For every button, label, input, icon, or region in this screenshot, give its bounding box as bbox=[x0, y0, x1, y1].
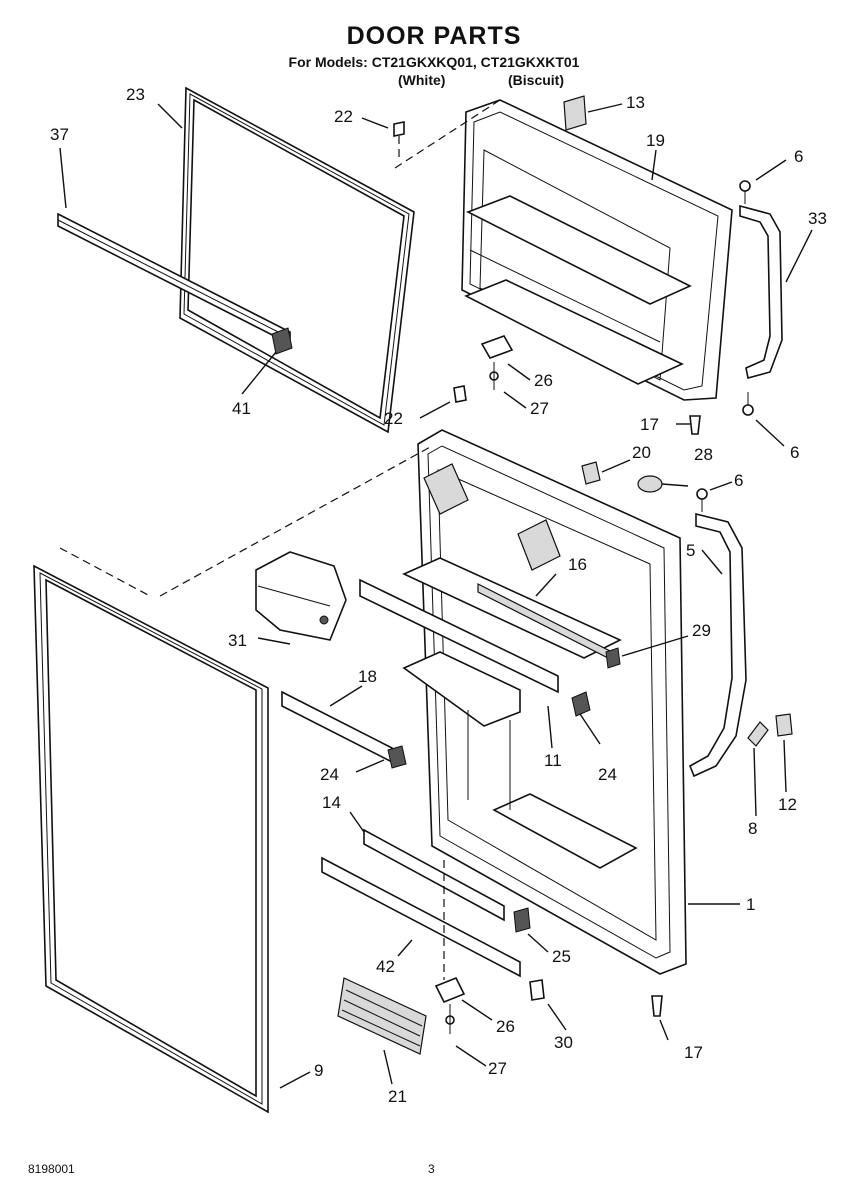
callout-33: 33 bbox=[808, 209, 827, 228]
callout-30: 30 bbox=[554, 1033, 573, 1052]
callout-27-top: 27 bbox=[530, 399, 549, 418]
callout-21: 21 bbox=[388, 1087, 407, 1106]
part-26-27-lower-hinge bbox=[434, 860, 466, 1034]
part-17-screw-lower bbox=[651, 995, 663, 1017]
callout-6-lower: 6 bbox=[734, 471, 743, 490]
part-20-clip bbox=[581, 461, 601, 485]
callout-22-mid: 22 bbox=[384, 409, 403, 428]
part-17-screw-upper bbox=[689, 415, 701, 435]
callout-24-left: 24 bbox=[320, 765, 339, 784]
callout-26-top: 26 bbox=[534, 371, 553, 390]
model-numbers: For Models: CT21GKXKQ01, CT21GKXKT01 bbox=[288, 54, 580, 70]
callout-28: 28 bbox=[694, 445, 713, 464]
callout-17-bottom: 17 bbox=[684, 1043, 703, 1062]
part-41-end-cap bbox=[271, 327, 293, 355]
callout-24-right: 24 bbox=[598, 765, 617, 784]
callout-6-top: 6 bbox=[794, 147, 803, 166]
part-31-dairy-door bbox=[255, 551, 347, 641]
part-22-hinge-pin-lower bbox=[453, 385, 467, 403]
callout-8: 8 bbox=[748, 819, 757, 838]
part-28-plug bbox=[637, 475, 663, 493]
part-12-cap bbox=[775, 713, 793, 737]
part-30-bushing bbox=[529, 979, 545, 1001]
part-19-freezer-liner bbox=[394, 99, 733, 401]
callout-27-bottom: 27 bbox=[488, 1059, 507, 1078]
part-9-fresh-food-gasket bbox=[33, 564, 269, 1114]
document-number: 8198001 bbox=[28, 1162, 75, 1176]
part-42-bottom-bar bbox=[321, 856, 521, 978]
callout-11: 11 bbox=[544, 751, 562, 770]
callout-42: 42 bbox=[376, 957, 395, 976]
part-24-end-cap-right bbox=[571, 691, 591, 717]
callout-5: 5 bbox=[686, 541, 695, 560]
part-26-27-upper-hinge bbox=[480, 335, 514, 390]
page-number: 3 bbox=[428, 1162, 435, 1176]
callout-31: 31 bbox=[228, 631, 247, 650]
part-21-kick-plate bbox=[337, 977, 427, 1055]
part-29-clip bbox=[605, 647, 621, 669]
callout-20: 20 bbox=[632, 443, 651, 462]
part-23-freezer-gasket bbox=[179, 86, 415, 434]
callout-9: 9 bbox=[314, 1061, 323, 1080]
page-title: DOOR PARTS bbox=[346, 22, 522, 50]
callout-14: 14 bbox=[322, 793, 341, 812]
color-biscuit-label: (Biscuit) bbox=[508, 72, 564, 88]
part-24-end-cap-left bbox=[387, 745, 407, 769]
part-14-door-bar bbox=[363, 828, 505, 922]
part-25-end-cap bbox=[513, 907, 531, 933]
callout-13: 13 bbox=[626, 93, 645, 112]
callout-23: 23 bbox=[126, 85, 145, 104]
callout-41: 41 bbox=[232, 399, 251, 418]
callout-18: 18 bbox=[358, 667, 377, 686]
leader-lines bbox=[59, 103, 813, 1089]
part-22-hinge-pin-upper bbox=[393, 121, 405, 160]
callout-26-bottom: 26 bbox=[496, 1017, 515, 1036]
part-33-freezer-handle bbox=[739, 180, 783, 416]
part-5-fresh-food-handle bbox=[688, 488, 747, 778]
part-11-door-bar bbox=[359, 578, 559, 694]
callout-29: 29 bbox=[692, 621, 711, 640]
callout-1: 1 bbox=[746, 895, 755, 914]
callout-6-mid: 6 bbox=[790, 443, 799, 462]
color-white-label: (White) bbox=[398, 72, 446, 88]
callout-25: 25 bbox=[552, 947, 571, 966]
callout-12: 12 bbox=[778, 795, 797, 814]
callout-17-top: 17 bbox=[640, 415, 659, 434]
part-13-label bbox=[563, 95, 587, 131]
part-8-screw bbox=[747, 721, 769, 747]
part-18-door-bar bbox=[281, 690, 393, 764]
callout-16: 16 bbox=[568, 555, 587, 574]
callout-22-top: 22 bbox=[334, 107, 353, 126]
callout-19: 19 bbox=[646, 131, 665, 150]
callout-37: 37 bbox=[50, 125, 69, 144]
callout-labels: 23 22 13 37 19 6 33 26 27 41 22 17 6 20 … bbox=[50, 85, 827, 1106]
